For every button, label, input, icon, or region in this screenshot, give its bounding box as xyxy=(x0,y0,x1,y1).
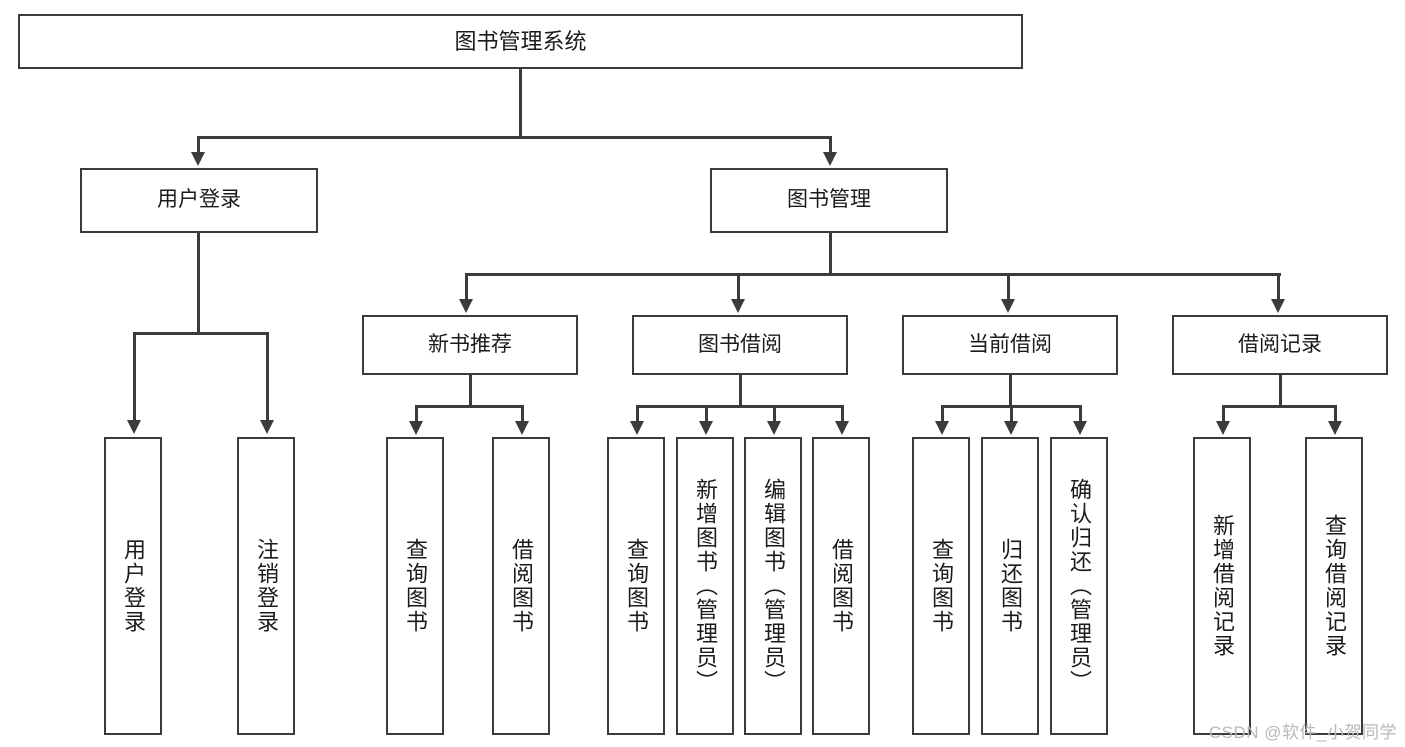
arrowhead-cb-leaf-2 xyxy=(1004,421,1018,435)
arrowhead-br-leaf-2 xyxy=(1328,421,1342,435)
leaf-label: 用户登录 xyxy=(121,538,146,634)
node-new-book-recommend[interactable]: 新书推荐 xyxy=(362,315,578,375)
arrowhead-leaf-logout xyxy=(260,420,274,434)
connector-to-new-book-recommend xyxy=(465,273,468,301)
connector-book-management-bus xyxy=(465,273,1281,276)
connector-new-book-recommend-bus xyxy=(415,405,524,408)
node-label: 借阅记录 xyxy=(1238,332,1322,356)
arrowhead-bb-leaf-4 xyxy=(835,421,849,435)
node-root-book-management-system[interactable]: 图书管理系统 xyxy=(18,14,1023,69)
arrowhead-cb-leaf-1 xyxy=(935,421,949,435)
node-label: 用户登录 xyxy=(157,188,241,212)
leaf-logout[interactable]: 注销登录 xyxy=(237,437,295,735)
arrowhead-user-login xyxy=(191,152,205,166)
connector-book-management-stem xyxy=(829,233,832,275)
leaf-label: 查询图书 xyxy=(624,538,649,634)
leaf-label: 借阅图书 xyxy=(829,538,854,634)
connector-bb-leaf-1 xyxy=(636,405,639,423)
connector-current-borrow-stem xyxy=(1009,375,1012,407)
leaf-add-book-admin[interactable]: 新增图书（管理员） xyxy=(676,437,734,735)
arrowhead-nbr-leaf-1 xyxy=(409,421,423,435)
node-label: 当前借阅 xyxy=(968,332,1052,356)
arrowhead-book-borrow xyxy=(731,299,745,313)
connector-bb-leaf-2 xyxy=(705,405,708,423)
connector-to-leaf-logout xyxy=(266,332,269,422)
connector-br-leaf-2 xyxy=(1334,405,1337,423)
node-book-borrow[interactable]: 图书借阅 xyxy=(632,315,848,375)
arrowhead-book-management xyxy=(823,152,837,166)
connector-to-borrow-record xyxy=(1277,273,1280,301)
node-label: 图书借阅 xyxy=(698,332,782,356)
connector-book-borrow-stem xyxy=(739,375,742,407)
leaf-query-book-nbr[interactable]: 查询图书 xyxy=(386,437,444,735)
connector-br-leaf-1 xyxy=(1222,405,1225,423)
node-borrow-record[interactable]: 借阅记录 xyxy=(1172,315,1388,375)
leaf-edit-book-admin[interactable]: 编辑图书（管理员） xyxy=(744,437,802,735)
node-label: 图书管理 xyxy=(787,188,871,212)
leaf-label: 查询图书 xyxy=(929,538,954,634)
connector-cb-leaf-1 xyxy=(941,405,944,423)
connector-cb-leaf-2 xyxy=(1010,405,1013,423)
connector-user-login-stem xyxy=(197,233,200,334)
connector-to-leaf-user-login xyxy=(133,332,136,422)
leaf-label: 查询借阅记录 xyxy=(1322,514,1347,658)
connector-bb-leaf-4 xyxy=(841,405,844,423)
arrowhead-br-leaf-1 xyxy=(1216,421,1230,435)
node-user-login[interactable]: 用户登录 xyxy=(80,168,318,233)
leaf-add-borrow-record[interactable]: 新增借阅记录 xyxy=(1193,437,1251,735)
arrowhead-new-book-recommend xyxy=(459,299,473,313)
node-label: 图书管理系统 xyxy=(454,28,587,54)
connector-root-to-book-management xyxy=(829,136,832,154)
connector-root-stem xyxy=(519,69,522,138)
arrowhead-leaf-user-login xyxy=(127,420,141,434)
connector-to-current-borrow xyxy=(1007,273,1010,301)
csdn-watermark: CSDN @软件_小贺同学 xyxy=(1208,723,1397,742)
arrowhead-bb-leaf-3 xyxy=(767,421,781,435)
leaf-query-book-bb[interactable]: 查询图书 xyxy=(607,437,665,735)
node-book-management[interactable]: 图书管理 xyxy=(710,168,948,233)
leaf-label: 注销登录 xyxy=(254,538,279,634)
arrowhead-current-borrow xyxy=(1001,299,1015,313)
arrowhead-nbr-leaf-2 xyxy=(515,421,529,435)
leaf-user-login[interactable]: 用户登录 xyxy=(104,437,162,735)
leaf-confirm-return-admin[interactable]: 确认归还（管理员） xyxy=(1050,437,1108,735)
leaf-return-book[interactable]: 归还图书 xyxy=(981,437,1039,735)
arrowhead-bb-leaf-2 xyxy=(699,421,713,435)
connector-user-login-bus xyxy=(133,332,268,335)
leaf-borrow-book-nbr[interactable]: 借阅图书 xyxy=(492,437,550,735)
connector-root-to-user-login xyxy=(197,136,200,154)
leaf-query-borrow-record[interactable]: 查询借阅记录 xyxy=(1305,437,1363,735)
leaf-query-book-cb[interactable]: 查询图书 xyxy=(912,437,970,735)
connector-nbr-leaf-1 xyxy=(415,405,418,423)
leaf-label: 查询图书 xyxy=(403,538,428,634)
leaf-label: 编辑图书（管理员） xyxy=(761,478,786,694)
connector-nbr-leaf-2 xyxy=(521,405,524,423)
node-current-borrow[interactable]: 当前借阅 xyxy=(902,315,1118,375)
leaf-label: 借阅图书 xyxy=(509,538,534,634)
connector-root-bus xyxy=(197,136,831,139)
leaf-label: 新增图书（管理员） xyxy=(693,478,718,694)
connector-book-borrow-bus xyxy=(636,405,843,408)
connector-borrow-record-bus xyxy=(1222,405,1337,408)
connector-bb-leaf-3 xyxy=(773,405,776,423)
arrowhead-bb-leaf-1 xyxy=(630,421,644,435)
node-label: 新书推荐 xyxy=(428,332,512,356)
leaf-label: 确认归还（管理员） xyxy=(1067,478,1092,694)
connector-borrow-record-stem xyxy=(1279,375,1282,407)
leaf-borrow-book-bb[interactable]: 借阅图书 xyxy=(812,437,870,735)
connector-new-book-recommend-stem xyxy=(469,375,472,407)
connector-to-book-borrow xyxy=(737,273,740,301)
arrowhead-cb-leaf-3 xyxy=(1073,421,1087,435)
connector-cb-leaf-3 xyxy=(1079,405,1082,423)
arrowhead-borrow-record xyxy=(1271,299,1285,313)
leaf-label: 新增借阅记录 xyxy=(1210,514,1235,658)
leaf-label: 归还图书 xyxy=(998,538,1023,634)
